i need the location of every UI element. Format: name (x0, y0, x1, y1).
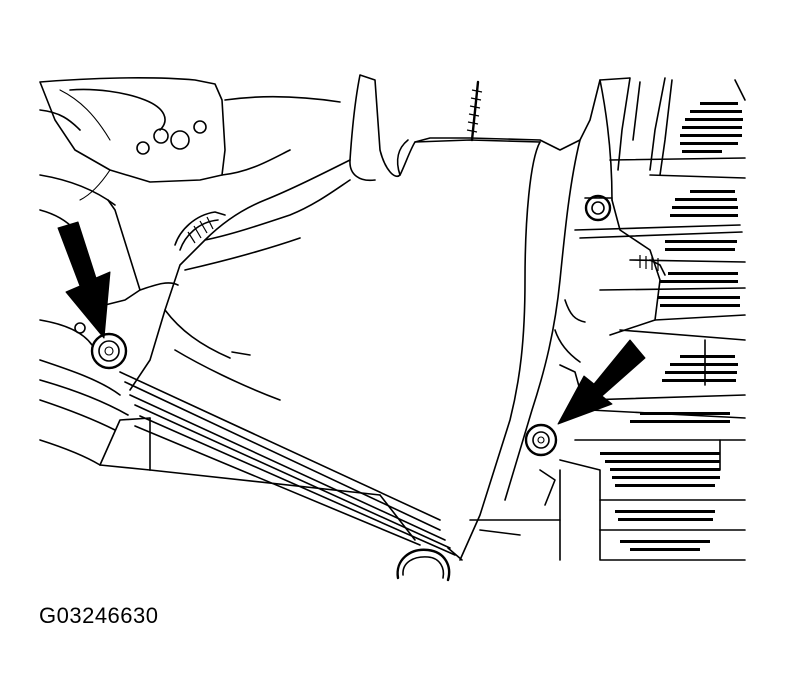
central-duct-housing (129, 74, 631, 561)
upper-left-bracket (39, 77, 341, 201)
diagonal-arrow-icon (557, 339, 646, 425)
hatched-clip (174, 211, 226, 251)
right-upper-bolt (584, 194, 613, 222)
lower-diagonal-rails (119, 349, 456, 556)
left-mounting-bolt (74, 322, 128, 370)
bottom-fitting (396, 547, 463, 582)
figure-code: G03246630 (39, 603, 159, 628)
left-lower-structure (39, 174, 179, 471)
right-frame-structure (469, 77, 746, 561)
right-label-texture (600, 102, 743, 551)
top-wire-rod (466, 80, 483, 142)
right-lower-bolt (524, 423, 558, 457)
down-arrow-icon (57, 221, 111, 339)
technical-line-drawing (39, 74, 746, 582)
